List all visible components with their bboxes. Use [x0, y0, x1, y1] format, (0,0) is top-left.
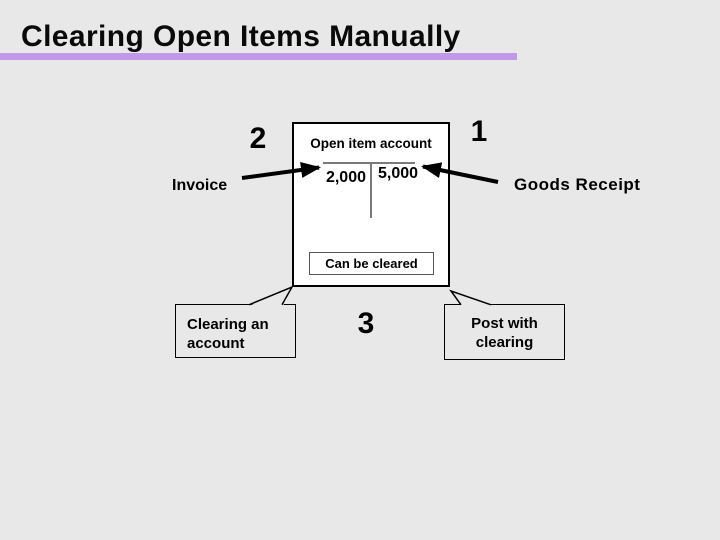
- callout-pointer-left-outline: [248, 285, 294, 306]
- invoice-label: Invoice: [172, 177, 228, 194]
- page-title: Clearing Open Items Manually: [21, 20, 461, 53]
- step-number-1: 1: [470, 115, 488, 148]
- callout-clearing-account: Clearing an account: [175, 304, 296, 358]
- callout-post-with-clearing: Post with clearing: [444, 304, 565, 360]
- goods-receipt-label: Goods Receipt: [514, 175, 641, 194]
- t-account-horizontal-line: [323, 162, 415, 164]
- step-number-3: 3: [357, 307, 375, 340]
- can-be-cleared-box: Can be cleared: [309, 252, 434, 275]
- credit-amount: 5,000: [378, 165, 419, 182]
- can-be-cleared-label: Can be cleared: [325, 256, 418, 271]
- account-box-title: Open item account: [310, 136, 432, 151]
- step-number-2: 2: [249, 122, 267, 155]
- title-underline-bar: [0, 53, 517, 60]
- t-account-vertical-line: [370, 162, 372, 218]
- debit-amount: 2,000: [325, 169, 366, 186]
- callout-pointer-right-outline: [448, 289, 492, 306]
- callout-clearing-account-label: Clearing an account: [187, 316, 269, 352]
- callout-post-with-clearing-label: Post with clearing: [471, 315, 538, 351]
